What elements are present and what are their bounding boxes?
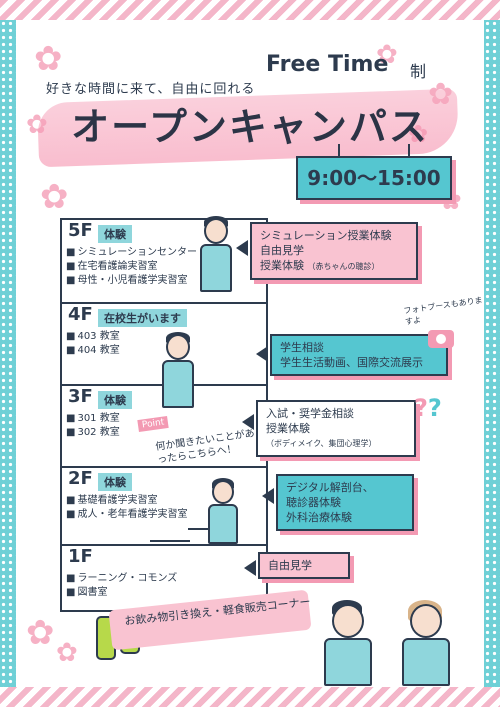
floor-room-list: 301 教室 302 教室: [66, 412, 119, 440]
student-figure-boy: [320, 598, 376, 688]
sign-line: シミュレーション授業体験: [260, 229, 392, 242]
floor-room-list: 基礎看護学実習室 成人・老年看護学実習室: [66, 494, 187, 522]
floor-tag: 体験: [98, 225, 132, 243]
room-item: 基礎看護学実習室: [66, 494, 187, 508]
student-figure-2f: [204, 476, 242, 546]
stair-line: [150, 540, 190, 542]
time-sign: 9:00〜15:00: [296, 144, 452, 200]
sign-line: 授業体験: [260, 259, 304, 272]
sign-line: デジタル解剖台、: [286, 481, 374, 494]
arrow-4f-icon: [256, 346, 268, 362]
sei-text: 制: [410, 62, 427, 81]
cherry-blossom-icon: ✿: [34, 39, 63, 79]
floor-number: 3F: [68, 386, 93, 407]
sign-1f: 自由見学: [258, 552, 350, 579]
camera-icon: [428, 330, 454, 348]
floor-number: 1F: [68, 546, 93, 567]
room-item: 成人・老年看護学実習室: [66, 508, 187, 522]
cherry-blossom-icon: ✿: [56, 638, 78, 668]
sign-3f: 入試・奨学金相談 授業体験 （ボディメイク、集団心理学）: [256, 400, 416, 457]
sign-4f: 学生相談 学生生活動画、国際交流展示: [270, 334, 448, 376]
cherry-blossom-icon: ✿: [376, 40, 398, 70]
subtitle-text: 好きな時間に来て、自由に回れる: [46, 82, 256, 97]
room-item: 在宅看護論実習室: [66, 260, 197, 274]
freetime-text: Free Time: [266, 52, 389, 77]
arrow-3f-icon: [242, 414, 254, 430]
floor-number: 5F: [68, 220, 93, 241]
room-item: シミュレーションセンター: [66, 246, 197, 260]
sign-line: 学生生活動画、国際交流展示: [280, 356, 423, 369]
room-item: 母性・小児看護学実習室: [66, 274, 197, 288]
sign-line: 授業体験: [266, 422, 310, 435]
sign-line: 学生相談: [280, 341, 324, 354]
floor-tag: 在校生がいます: [98, 309, 187, 327]
subtitle-line: 好きな時間に来て、自由に回れる Free Time 制: [32, 52, 472, 97]
room-item: ラーニング・コモンズ: [66, 572, 177, 586]
sign-line: 入試・奨学金相談: [266, 407, 354, 420]
dotted-side-left: [0, 20, 16, 687]
dotted-side-right: [484, 20, 500, 687]
sign-5f: シミュレーション授業体験 自由見学 授業体験 （赤ちゃんの聴診）: [250, 222, 418, 280]
arrow-5f-icon: [236, 240, 248, 256]
room-item: 403 教室: [66, 330, 119, 344]
cherry-blossom-icon: ✿: [40, 177, 69, 217]
arrow-1f-icon: [244, 560, 256, 576]
room-item: 図書室: [66, 586, 177, 600]
room-item: 404 教室: [66, 344, 119, 358]
floor-5f: 5F 体験 シミュレーションセンター 在宅看護論実習室 母性・小児看護学実習室: [60, 218, 268, 304]
floor-number: 2F: [68, 468, 93, 489]
page-title: オープンキャンパス: [71, 105, 429, 149]
student-figure-4f: [158, 330, 198, 410]
sign-note: （赤ちゃんの聴診）: [307, 262, 380, 271]
question-mark-icon: ??: [414, 394, 442, 422]
floor-room-list: ラーニング・コモンズ 図書室: [66, 572, 177, 600]
floor-tag: 体験: [98, 473, 132, 491]
sign-line: 外科治療体験: [286, 511, 352, 524]
sign-line: 聴診器体験: [286, 496, 341, 509]
sign-line: 自由見学: [268, 559, 312, 572]
arrow-2f-icon: [262, 488, 274, 504]
floor-number: 4F: [68, 304, 93, 325]
floor-room-list: 403 教室 404 教室: [66, 330, 119, 358]
cherry-blossom-icon: ✿: [26, 613, 55, 653]
sign-note: （ボディメイク、集団心理学）: [266, 439, 377, 448]
student-figure-5f: [196, 214, 236, 298]
sign-2f: デジタル解剖台、 聴診器体験 外科治療体験: [276, 474, 414, 531]
room-item: 301 教室: [66, 412, 119, 426]
floor-room-list: シミュレーションセンター 在宅看護論実習室 母性・小児看護学実習室: [66, 246, 197, 288]
sign-line: 自由見学: [260, 244, 304, 257]
student-figure-girl: [398, 598, 454, 688]
floor-tag: 体験: [98, 391, 132, 409]
room-item: 302 教室: [66, 426, 119, 440]
